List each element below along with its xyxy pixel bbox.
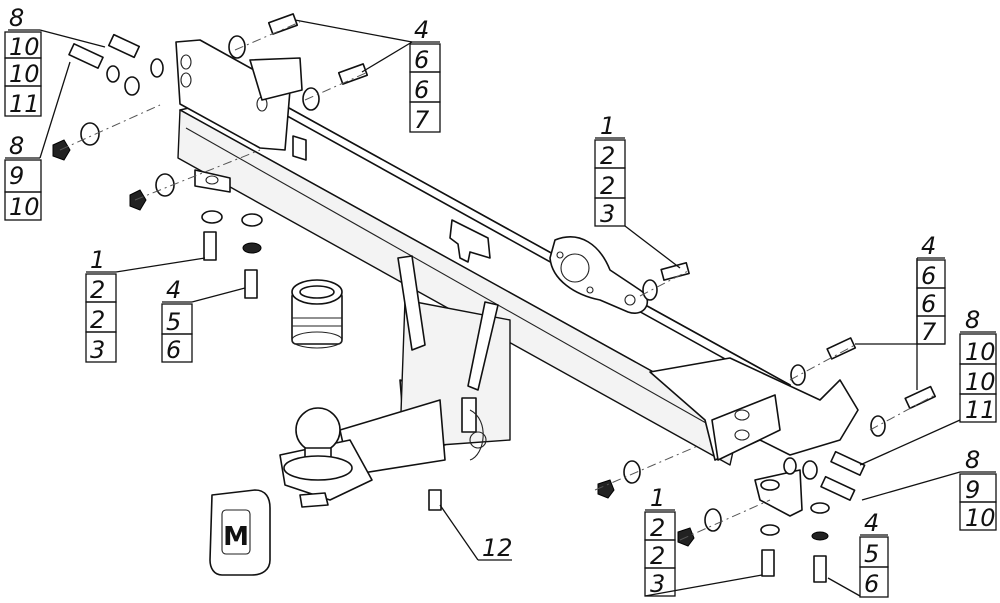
fasteners — [52, 13, 937, 583]
callout-label: 2 — [90, 306, 105, 334]
callout-label: 5 — [166, 308, 181, 336]
callout-label: 6 — [166, 336, 181, 364]
socket-plate — [549, 236, 649, 314]
callout-label: 3 — [600, 200, 615, 228]
callout-top-left-upper: 8 10 10 11 — [4, 4, 106, 118]
callout-label: 9 — [965, 476, 980, 504]
callout-bottom-center: 12 — [439, 504, 513, 562]
callout-label: 8 — [9, 4, 24, 32]
callout-label: 2 — [600, 172, 615, 200]
callout-top-left-lower: 8 9 10 — [4, 61, 71, 221]
tow-ball — [283, 407, 353, 481]
callout-label: 10 — [965, 368, 996, 396]
left-mounting-bracket — [175, 39, 303, 193]
callout-label: 1 — [600, 112, 615, 140]
callout-label: 1 — [90, 246, 105, 274]
callout-label: 6 — [864, 570, 879, 598]
callout-label: 1 — [650, 484, 665, 512]
beam-tab — [449, 219, 491, 263]
callout-label: 10 — [965, 338, 996, 366]
callout-label: 8 — [965, 306, 980, 334]
callout-label: 4 — [921, 232, 936, 260]
callout-bottom-right-a: 1 2 2 3 — [644, 484, 763, 598]
callout-label: 3 — [650, 570, 665, 598]
beam-clip — [292, 135, 307, 161]
callout-label: 2 — [600, 142, 615, 170]
callout-label: 6 — [414, 76, 429, 104]
callout-label: 2 — [650, 514, 665, 542]
callout-right-group-b: 8 9 10 — [861, 446, 997, 532]
callout-label: 9 — [9, 162, 24, 190]
callout-left-bolt-group: 1 2 2 3 — [85, 246, 206, 364]
callout-label: 7 — [921, 318, 937, 346]
callout-middle-right: 1 2 2 3 — [594, 112, 681, 269]
callout-bottom-right-b: 4 5 6 — [827, 509, 889, 598]
callout-label: 8 — [965, 446, 980, 474]
callout-left-bolt-group-2: 4 5 6 — [161, 276, 246, 364]
callout-label: 10 — [9, 193, 40, 221]
callout-top-center: 4 6 6 7 — [294, 16, 441, 134]
callout-label: 2 — [650, 542, 665, 570]
callout-label: 6 — [921, 290, 936, 318]
callout-label: 10 — [965, 504, 996, 532]
callout-label: 4 — [166, 276, 181, 304]
callout-label: 10 — [9, 60, 40, 88]
callout-label: 7 — [414, 106, 430, 134]
callout-label: 5 — [864, 540, 879, 568]
callout-label: 4 — [864, 509, 879, 537]
logo-glyph: M — [223, 522, 249, 552]
callout-label: 2 — [90, 276, 105, 304]
hitch-pin — [461, 397, 487, 461]
callout-label: 11 — [965, 396, 996, 424]
callout-right-group-a: 8 10 10 11 — [859, 306, 997, 466]
callout-right-upper: 4 6 6 7 — [855, 232, 946, 390]
right-mounting-bracket — [649, 357, 859, 517]
callout-label: 12 — [482, 534, 513, 562]
tow-ball-cap — [291, 279, 343, 349]
callout-label: 11 — [9, 90, 40, 118]
callout-label: 10 — [9, 33, 40, 61]
center-lines — [59, 21, 936, 541]
callout-label: 6 — [921, 262, 936, 290]
callout-label: 8 — [9, 132, 24, 160]
logo-plate: M — [209, 489, 271, 576]
callout-label: 3 — [90, 336, 105, 364]
callout-label: 6 — [414, 46, 429, 74]
callout-label: 4 — [414, 16, 429, 44]
